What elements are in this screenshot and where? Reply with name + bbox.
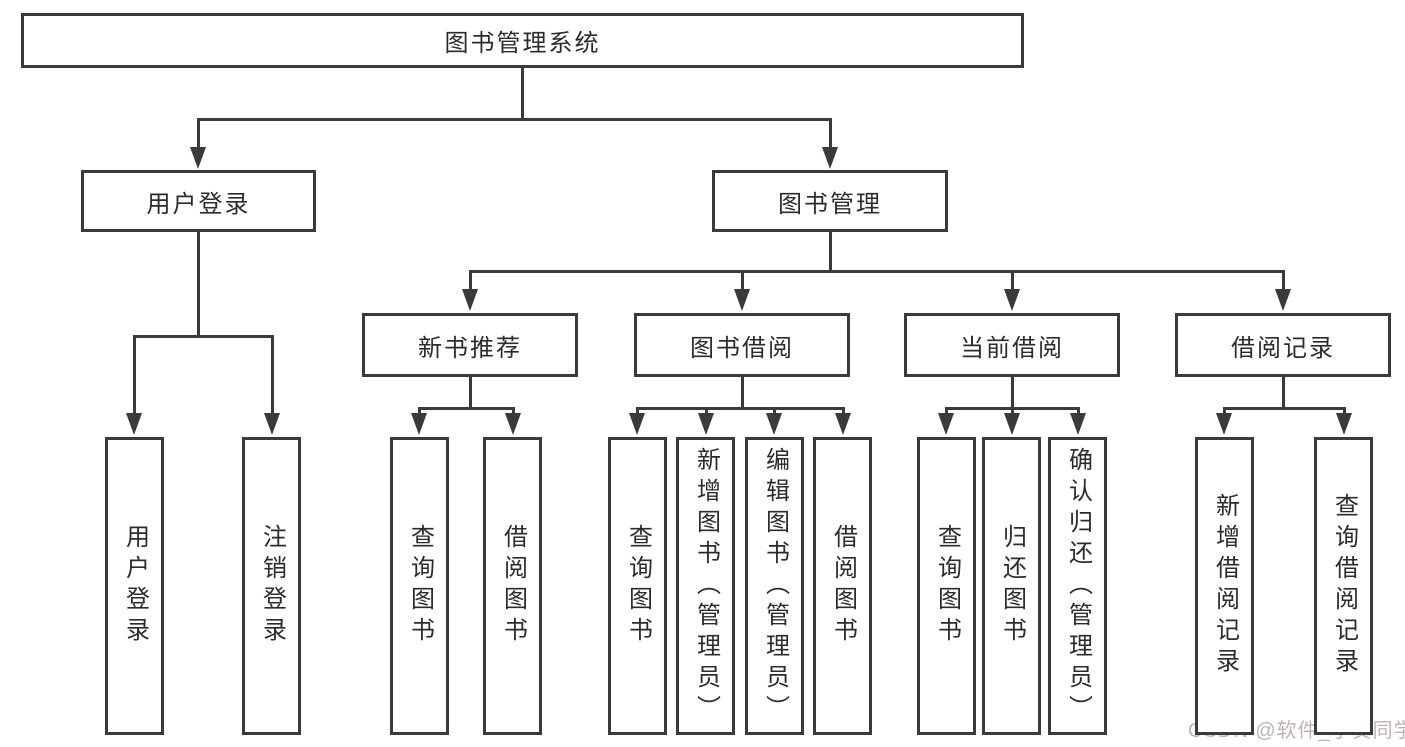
connector-arrow-shaft-current-borrow-2 [1076,408,1080,415]
node-book-mgmt: 图书管理 [712,170,948,232]
node-cb-return: 归还图书 [982,437,1041,735]
arrow-down-icon-user-login-0 [126,413,142,435]
connector-rail-new-books [417,406,515,410]
connector-rail-book-borrow [635,406,845,410]
node-label-br-add: 新增借阅记录 [1211,493,1239,679]
node-root: 图书管理系统 [21,13,1024,68]
connector-arrow-shaft-current-borrow-1 [1010,408,1014,415]
connector-arrow-shaft-root-0 [196,119,200,149]
node-label-nb-borrow: 借阅图书 [499,524,527,648]
connector-rail-book-mgmt [468,269,1285,273]
node-label-cb-query: 查询图书 [933,524,961,648]
node-cb-query: 查询图书 [917,437,976,735]
node-login: 用户登录 [105,437,164,735]
connector-arrow-shaft-book-borrow-2 [772,408,776,415]
arrow-down-icon-user-login-1 [264,413,280,435]
arrow-down-icon-root-0 [190,147,206,169]
node-label-cb-return: 归还图书 [998,524,1026,648]
arrow-down-icon-new-books-1 [505,413,521,435]
arrow-down-icon-book-borrow-2 [766,413,782,435]
connector-stem-new-books [468,377,472,408]
node-label-br-query: 查询借阅记录 [1330,493,1358,679]
node-bb-query: 查询图书 [608,437,667,735]
node-user-login: 用户登录 [81,170,316,232]
connector-stem-book-mgmt [828,232,832,271]
arrow-down-icon-borrow-records-1 [1336,413,1352,435]
connector-arrow-shaft-current-borrow-0 [944,408,948,415]
node-label-book-mgmt: 图书管理 [778,190,882,218]
node-label-nb-query: 查询图书 [406,524,434,648]
connector-arrow-shaft-book-borrow-1 [704,408,708,415]
connector-arrow-shaft-root-1 [828,119,832,149]
connector-rail-user-login [132,334,274,338]
node-br-query: 查询借阅记录 [1314,437,1373,735]
node-book-borrow: 图书借阅 [634,313,850,377]
node-current-borrow: 当前借阅 [904,313,1120,377]
arrow-down-icon-book-mgmt-2 [1004,289,1020,311]
connector-stem-book-borrow [740,377,744,408]
node-label-cb-confirm: 确认归还（管理员） [1064,446,1092,726]
arrow-down-icon-book-borrow-0 [629,413,645,435]
arrow-down-icon-borrow-records-0 [1216,413,1232,435]
connector-rail-root [196,117,832,121]
connector-arrow-shaft-book-borrow-0 [635,408,639,415]
arrow-down-icon-book-mgmt-3 [1275,289,1291,311]
node-new-books: 新书推荐 [362,313,578,377]
node-label-login: 用户登录 [121,524,149,648]
node-bb-edit: 编辑图书（管理员） [745,437,804,735]
node-label-root: 图书管理系统 [444,30,601,57]
connector-arrow-shaft-borrow-records-1 [1342,408,1346,415]
arrow-down-icon-book-borrow-1 [698,413,714,435]
node-nb-borrow: 借阅图书 [483,437,542,735]
connector-arrow-shaft-book-mgmt-2 [1010,271,1014,291]
connector-stem-current-borrow [1010,377,1014,408]
node-label-user-login: 用户登录 [146,190,251,218]
node-logout: 注销登录 [242,437,301,735]
node-label-borrow-records: 借阅记录 [1231,334,1335,362]
node-borrow-records: 借阅记录 [1175,313,1391,377]
node-label-new-books: 新书推荐 [418,334,522,362]
connector-arrow-shaft-new-books-1 [511,408,515,415]
connector-arrow-shaft-book-borrow-3 [841,408,845,415]
node-label-logout: 注销登录 [258,524,286,648]
arrow-down-icon-current-borrow-2 [1070,413,1086,435]
node-label-bb-edit: 编辑图书（管理员） [761,446,789,726]
node-cb-confirm: 确认归还（管理员） [1048,437,1107,735]
arrow-down-icon-new-books-0 [411,413,427,435]
arrow-down-icon-book-borrow-3 [835,413,851,435]
arrow-down-icon-book-mgmt-0 [462,289,478,311]
node-label-book-borrow: 图书借阅 [690,334,794,362]
arrow-down-icon-book-mgmt-1 [734,289,750,311]
node-br-add: 新增借阅记录 [1195,437,1254,735]
node-bb-borrow: 借阅图书 [813,437,872,735]
connector-arrow-shaft-book-mgmt-1 [740,271,744,291]
arrow-down-icon-current-borrow-1 [1004,413,1020,435]
connector-stem-borrow-records [1281,377,1285,408]
connector-arrow-shaft-new-books-0 [417,408,421,415]
node-label-bb-borrow: 借阅图书 [829,524,857,648]
connector-rail-borrow-records [1222,406,1346,410]
connector-arrow-shaft-book-mgmt-0 [468,271,472,291]
connector-arrow-shaft-borrow-records-0 [1222,408,1226,415]
connector-arrow-shaft-user-login-0 [132,336,136,415]
connector-arrow-shaft-user-login-1 [270,336,274,415]
connector-arrow-shaft-book-mgmt-3 [1281,271,1285,291]
node-nb-query: 查询图书 [390,437,449,735]
connector-stem-user-login [196,232,200,336]
node-label-bb-query: 查询图书 [624,524,652,648]
arrow-down-icon-current-borrow-0 [938,413,954,435]
connector-stem-root [520,68,524,119]
node-label-current-borrow: 当前借阅 [960,334,1064,362]
node-label-bb-add: 新增图书（管理员） [692,446,720,726]
arrow-down-icon-root-1 [822,147,838,169]
node-bb-add: 新增图书（管理员） [676,437,735,735]
